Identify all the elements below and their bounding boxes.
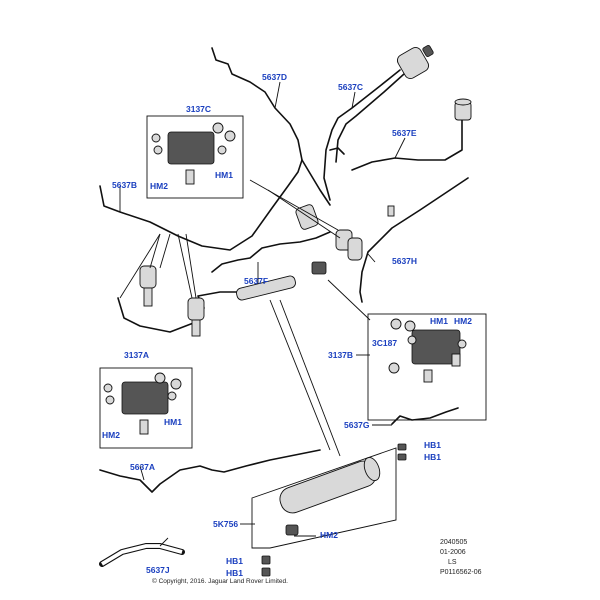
label-hm2-c: HM2: [150, 181, 168, 191]
meta-ref: P0116562-06: [440, 569, 482, 576]
valve-block-3137a: [99, 367, 193, 449]
label-5637g: 5637G: [344, 420, 370, 430]
meta-date: 01-2006: [440, 549, 466, 556]
components: [139, 45, 472, 536]
diagram-meta: 2040505 01-2006 LS P0116562-06 © Copyrig…: [152, 539, 482, 585]
pipe-5637h: [359, 177, 469, 303]
label-hb1-4: HB1: [226, 568, 243, 578]
label-5637j: 5637J: [146, 565, 170, 575]
label-hm1-b: HM1: [430, 316, 448, 326]
label-hm2-b: HM2: [454, 316, 472, 326]
label-hm2-d: HM2: [320, 530, 338, 540]
label-hb1-3: HB1: [226, 556, 243, 566]
cylinder-5k756-box: [251, 447, 397, 549]
central-valves: [295, 204, 395, 275]
label-5637h: 5637H: [392, 256, 417, 266]
label-hm1-c: HM1: [215, 170, 233, 180]
meta-code: 2040505: [440, 539, 467, 546]
copyright-text: © Copyright, 2016. Jaguar Land Rover Lim…: [152, 577, 288, 585]
leader-lines: [119, 81, 406, 547]
label-5k756: 5K756: [213, 519, 238, 529]
air-pipes: [99, 47, 469, 567]
label-hb1-2: HB1: [424, 452, 441, 462]
valve-block-3137b: [367, 313, 487, 421]
meta-ls: LS: [448, 559, 457, 566]
label-5637d: 5637D: [262, 72, 287, 82]
label-hb1-1: HB1: [424, 440, 441, 450]
label-3c187: 3C187: [372, 338, 397, 348]
cylinder-5637f: [236, 275, 296, 301]
left-air-springs: [139, 265, 205, 337]
valve-block-3137c: [146, 115, 244, 199]
pipe-5637f: [211, 231, 331, 273]
pipe-5637g: [391, 407, 459, 425]
label-5637e: 5637E: [392, 128, 417, 138]
pipe-5637e: [351, 117, 463, 171]
fittings: [261, 443, 407, 577]
reservoir-cup: [454, 98, 472, 121]
label-hm2-a: HM2: [102, 430, 120, 440]
pipe-5637d: [211, 47, 331, 206]
label-5637c: 5637C: [338, 82, 363, 92]
label-3137c: 3137C: [186, 104, 211, 114]
pipe-5637b: [99, 159, 303, 251]
label-5637f: 5637F: [244, 276, 268, 286]
cylinder-5k756: [279, 457, 381, 536]
label-3137b: 3137B: [328, 350, 353, 360]
air-dryer-canister: [396, 45, 434, 80]
label-5637a: 5637A: [130, 462, 155, 472]
part-labels: 5637D 5637C 3137C 5637E 5637B HM1 HM2 56…: [102, 72, 472, 578]
label-3137a: 3137A: [124, 350, 149, 360]
pipe-5637a: [99, 449, 321, 493]
pipe-5637c: [323, 69, 401, 201]
label-hm1-a: HM1: [164, 417, 182, 427]
label-5637b: 5637B: [112, 180, 137, 190]
